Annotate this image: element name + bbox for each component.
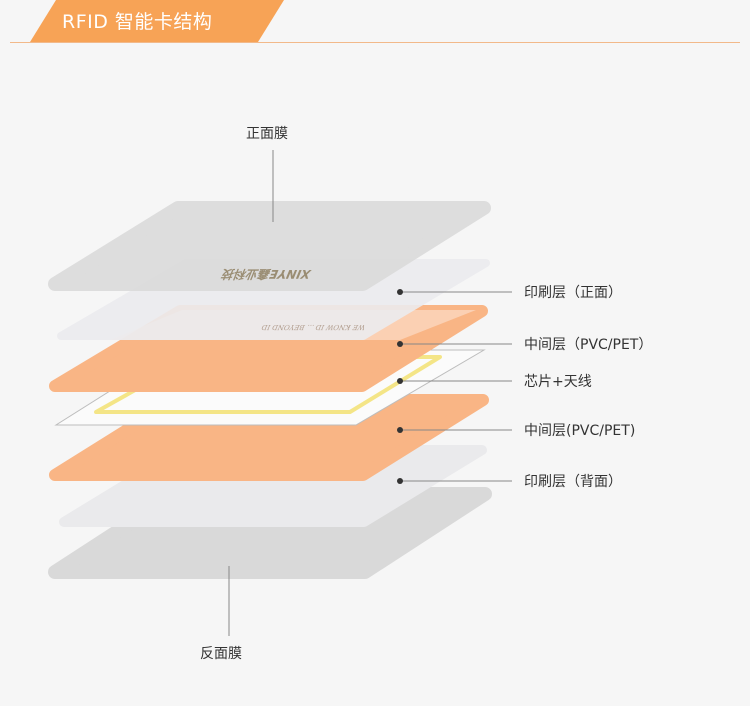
card-print-front-text: XINYE鑫业科技	[218, 267, 313, 281]
front-film-label: 正面膜	[246, 126, 288, 142]
label-middle-layer-1: 中间层（PVC/PET）	[524, 337, 653, 353]
label-print-layer-back: 印刷层（背面）	[524, 474, 622, 490]
label-middle-layer-2: 中间层(PVC/PET)	[524, 423, 636, 439]
label-chip-antenna: 芯片+天线	[524, 374, 592, 390]
page-title: RFID 智能卡结构	[62, 11, 213, 33]
leader-dots	[397, 289, 403, 484]
header-banner	[10, 0, 740, 43]
card-print-middle-text: WE KNOW ID ... BEYOND ID	[260, 323, 367, 332]
label-print-layer-front: 印刷层（正面）	[524, 285, 622, 301]
back-film-label: 反面膜	[200, 646, 242, 662]
side-leaders	[400, 291, 512, 482]
front-film-layer	[48, 201, 491, 291]
header-tab-shape	[30, 0, 284, 42]
